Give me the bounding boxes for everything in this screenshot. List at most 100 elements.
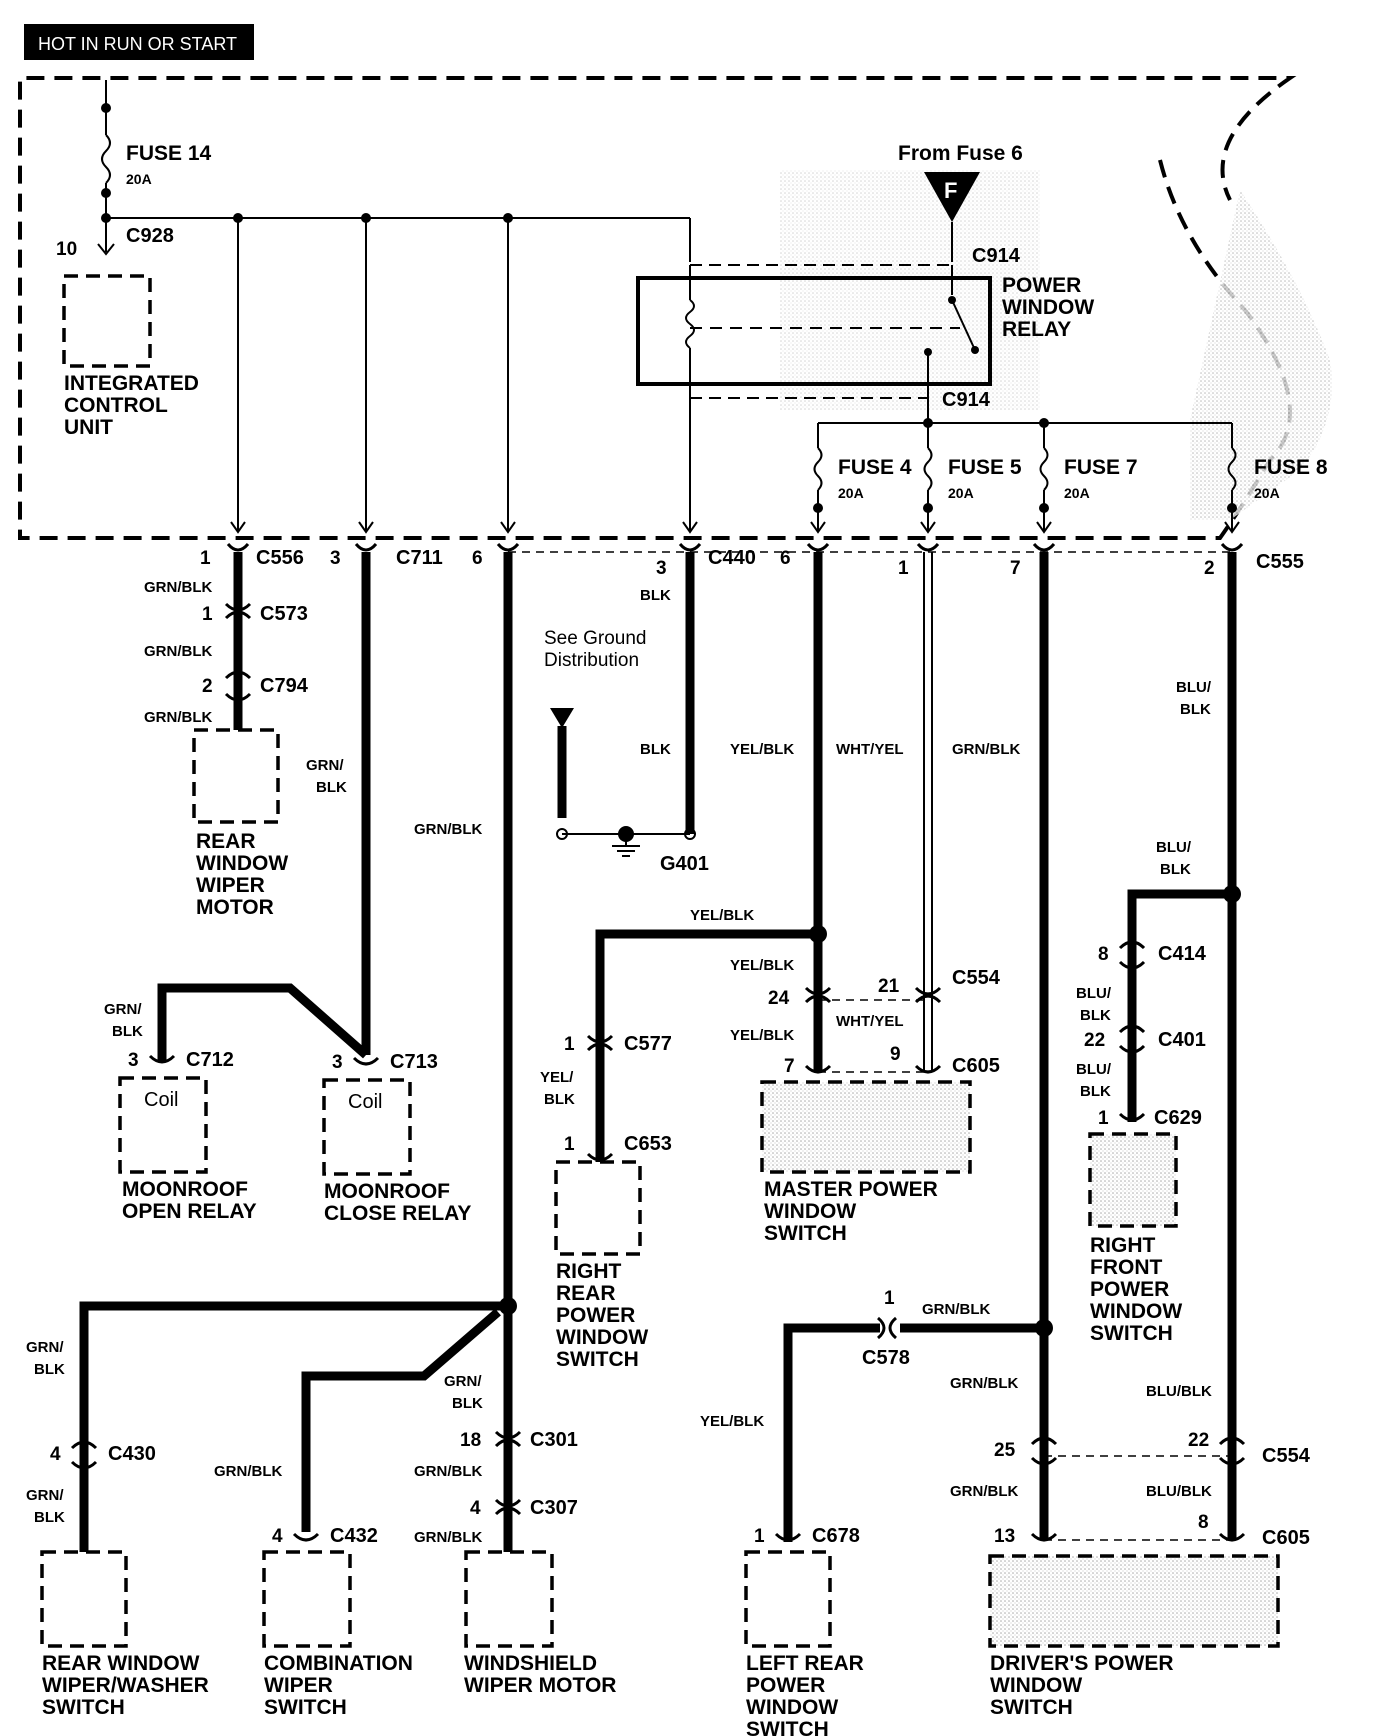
fuse-8-branch: BLU/ BLK BLU/ BLK 8 C414 BLU/ BLK 22 C40… <box>988 552 1311 1719</box>
fuse-14-rating: 20A <box>126 171 152 187</box>
hot-in-run-header: HOT IN RUN OR START <box>24 24 254 60</box>
connector-c578: C578 <box>862 1347 910 1369</box>
left-rear-pws-line4: SWITCH <box>746 1718 829 1736</box>
ground-g401: G401 <box>660 853 709 875</box>
pin-c414: 8 <box>1098 944 1109 965</box>
pin-c605-7: 7 <box>784 1056 795 1077</box>
fuse-4-label: FUSE 4 <box>838 456 912 479</box>
connector-c711: C711 <box>396 547 443 569</box>
wire-yel-blk-branch: YEL/BLK <box>690 907 754 924</box>
connector-c605-top: C605 <box>952 1055 1000 1077</box>
pin-c430: 4 <box>50 1444 61 1465</box>
connector-c712: C712 <box>186 1049 234 1071</box>
right-rear-pws-line1: RIGHT <box>556 1260 622 1283</box>
wire-blk-c440b: BLK <box>640 741 671 758</box>
left-rear-pws-line1: LEFT REAR <box>746 1652 864 1675</box>
pin-c605-13: 13 <box>994 1526 1015 1547</box>
pin-c307: 4 <box>470 1498 481 1519</box>
wire-grn-c430: GRN/ <box>26 1339 64 1356</box>
wire-blu-c401: BLU/ <box>1076 1061 1112 1078</box>
wire-grn-blk-1: GRN/BLK <box>144 579 212 596</box>
box-connectors-row: 1 C556 3 C711 6 3 C440 6 1 7 2 C555 <box>200 542 1304 579</box>
wire-grn-c430b: GRN/ <box>26 1487 64 1504</box>
moonroof-open-coil: Coil <box>144 1089 178 1111</box>
pin-c301: 18 <box>460 1430 481 1451</box>
relay-line2: WINDOW <box>1002 296 1094 319</box>
combination-switch-line2: WIPER <box>264 1674 333 1697</box>
pin-c556: 1 <box>200 548 211 569</box>
master-pws-line1: MASTER POWER <box>764 1178 938 1201</box>
connector-c573: C573 <box>260 603 308 625</box>
pin-c678: 1 <box>754 1526 765 1547</box>
wire-blu-branch: BLU/ <box>1156 839 1192 856</box>
rear-wiper-motor-line3: WIPER <box>196 874 265 897</box>
wire-grn-blk-c307: GRN/BLK <box>414 1529 482 1546</box>
wire-grn-blk-3: GRN/BLK <box>144 709 212 726</box>
ground-branch: BLK BLK See Ground Distribution G401 <box>544 552 709 875</box>
pin-c653: 1 <box>564 1134 575 1155</box>
pin-c711-3: 3 <box>330 548 341 569</box>
pin-c794: 2 <box>202 676 213 697</box>
integrated-control-unit: INTEGRATED CONTROL UNIT <box>62 274 199 439</box>
wire-grn-split: GRN/ <box>444 1373 482 1390</box>
wire-yel-blk-c678: YEL/BLK <box>700 1413 764 1430</box>
combination-switch-line1: COMBINATION <box>264 1652 413 1675</box>
pin-c555-1: 1 <box>898 558 909 579</box>
fuse-relay-box <box>18 76 1332 540</box>
wire-blu-blk-c554: BLU/BLK <box>1146 1383 1212 1400</box>
fuses-4-5-7-8: FUSE 4 20A FUSE 5 20A FUSE 7 20A FUSE 8 … <box>810 418 1328 534</box>
pin-c605-9: 9 <box>890 1044 901 1065</box>
connector-c794: C794 <box>260 675 309 697</box>
pin-c401: 22 <box>1084 1030 1105 1051</box>
icu-line3: UNIT <box>64 416 113 439</box>
wire-grn-blk-c555-7: GRN/BLK <box>952 741 1020 758</box>
pin-c577: 1 <box>564 1034 575 1055</box>
pin-c554-24: 24 <box>768 988 790 1009</box>
connector-c556: C556 <box>256 547 304 569</box>
rear-wiper-motor-branch: GRN/BLK 1 C573 GRN/BLK 2 C794 GRN/BLK RE… <box>144 552 309 919</box>
wire-grn-blk-main: GRN/BLK <box>414 821 482 838</box>
wire-grn-c711: GRN/ <box>306 757 344 774</box>
wire-grn-blk-c432: GRN/BLK <box>214 1463 282 1480</box>
right-front-pws-line2: FRONT <box>1090 1256 1162 1279</box>
wire-yel-blk-c555: YEL/BLK <box>730 741 794 758</box>
right-rear-pws-line3: POWER <box>556 1304 635 1327</box>
wire-grn-blk-c554b: GRN/BLK <box>950 1375 1018 1392</box>
windshield-motor-line1: WINDSHIELD <box>464 1652 597 1675</box>
pin-c554-22: 22 <box>1188 1430 1209 1451</box>
wire-blk-c430b: BLK <box>34 1509 65 1526</box>
drivers-pws-line2: WINDOW <box>990 1674 1082 1697</box>
wire-blk-c414: BLK <box>1080 1007 1111 1024</box>
moonroof-close-line1: MOONROOF <box>324 1180 450 1203</box>
wire-grn-blk-2: GRN/BLK <box>144 643 212 660</box>
fuse-8-label: FUSE 8 <box>1254 456 1328 479</box>
pin-c554-25: 25 <box>994 1440 1016 1461</box>
moonroof-relay-branch: GRN/ BLK GRN/ BLK 3 C712 Coil MOONROOF O… <box>104 552 471 1225</box>
fuse-8-rating: 20A <box>1254 485 1280 501</box>
combination-switch-line3: SWITCH <box>264 1696 347 1719</box>
header-label: HOT IN RUN OR START <box>38 34 237 54</box>
windshield-motor-line2: WIPER MOTOR <box>464 1674 616 1697</box>
connector-c401: C401 <box>1158 1029 1206 1051</box>
wire-yel-blk-c554: YEL/BLK <box>730 957 794 974</box>
wire-yel-blk-c605: YEL/BLK <box>730 1027 794 1044</box>
wire-blk-c440: BLK <box>640 587 671 604</box>
wire-blk-branch: BLK <box>1160 861 1191 878</box>
relay-line3: RELAY <box>1002 318 1071 341</box>
connector-c914-top: C914 <box>972 245 1021 267</box>
moonroof-close-coil: Coil <box>348 1091 382 1113</box>
wire-blk-c711: BLK <box>316 779 347 796</box>
connector-c629: C629 <box>1154 1107 1202 1129</box>
connector-c555: C555 <box>1256 551 1304 573</box>
right-front-pws-line3: POWER <box>1090 1278 1169 1301</box>
wire-blk-c430: BLK <box>34 1361 65 1378</box>
moonroof-close-line2: CLOSE RELAY <box>324 1202 471 1225</box>
pin-c555-2: 2 <box>1204 558 1215 579</box>
connector-c414: C414 <box>1158 943 1207 965</box>
left-rear-pws-line2: POWER <box>746 1674 825 1697</box>
connector-c554-top: C554 <box>952 967 1001 989</box>
master-pws-line3: SWITCH <box>764 1222 847 1245</box>
fuse-5-rating: 20A <box>948 485 974 501</box>
connector-c914-bottom: C914 <box>942 389 991 411</box>
